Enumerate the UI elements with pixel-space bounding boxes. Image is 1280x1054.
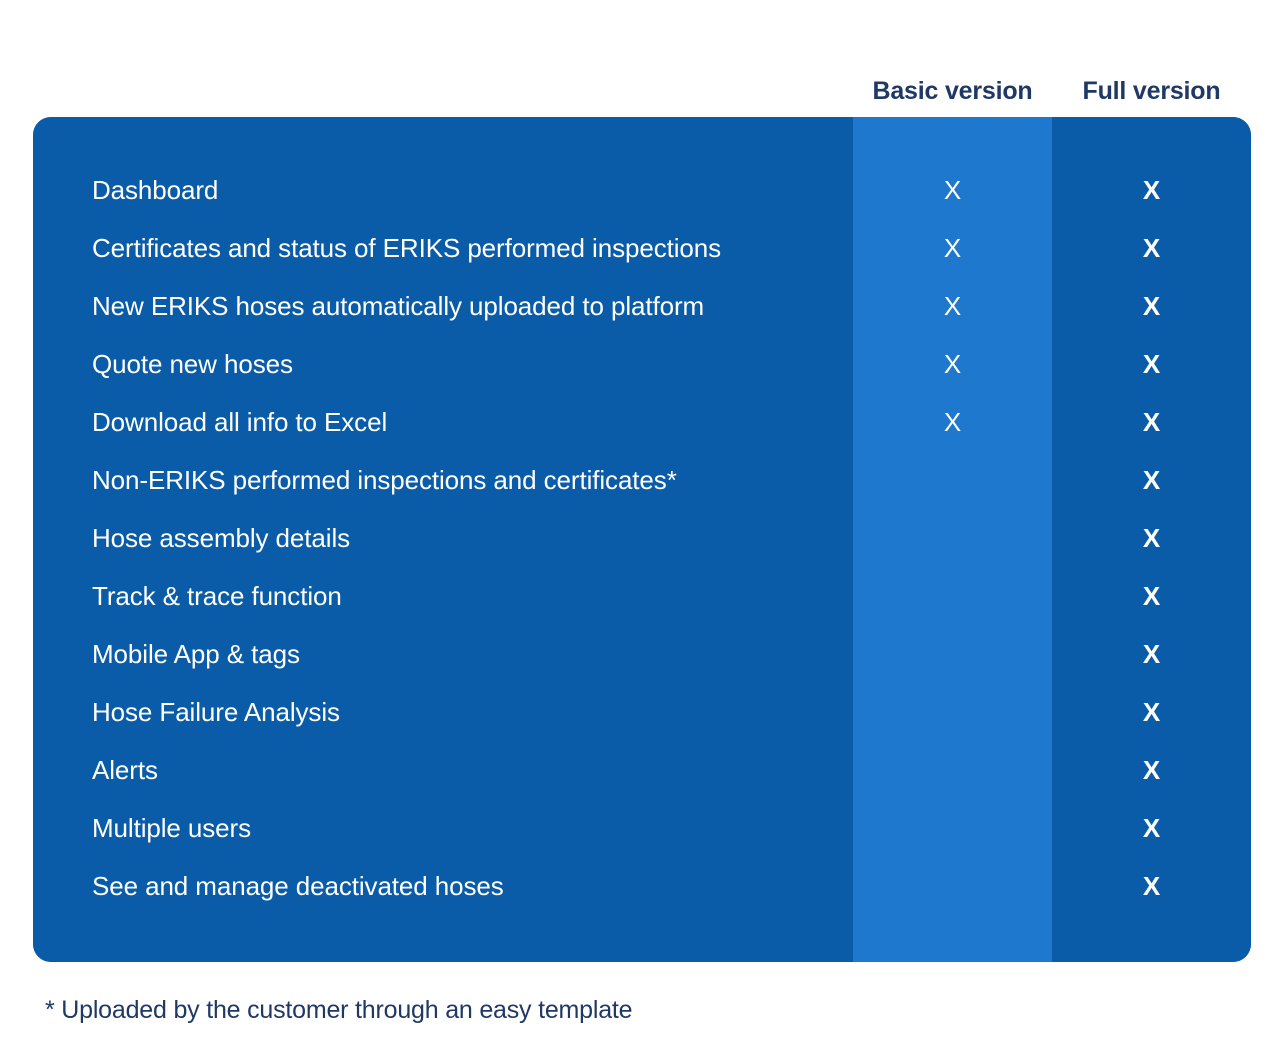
feature-label: Certificates and status of ERIKS perform…: [92, 232, 722, 263]
table-cell-full: X: [1052, 277, 1251, 335]
table-cell-full: X: [1052, 683, 1251, 741]
check-mark-icon: X: [1142, 754, 1161, 785]
table-cell-full: X: [1052, 509, 1251, 567]
table-row: Certificates and status of ERIKS perform…: [33, 219, 853, 277]
table-row: Quote new hoses: [33, 335, 853, 393]
check-mark-icon: X: [1142, 696, 1161, 727]
table-cell-full: X: [1052, 625, 1251, 683]
basic-version-column: X X X X X: [853, 117, 1052, 962]
check-mark-icon: X: [1142, 348, 1161, 379]
table-cell-basic: X: [853, 335, 1052, 393]
table-cell-full: X: [1052, 451, 1251, 509]
header-feature-column-spacer: [33, 66, 853, 117]
full-version-column: X X X X X X X X X X X X X: [1052, 117, 1251, 962]
table-row: Hose assembly details: [33, 509, 853, 567]
table-cell-basic: [853, 741, 1052, 799]
table-row: Download all info to Excel: [33, 393, 853, 451]
feature-label: Track & trace function: [92, 580, 342, 611]
check-mark-icon: X: [1142, 290, 1161, 321]
column-header-basic-version: Basic version: [872, 77, 1033, 105]
table-cell-basic: X: [853, 161, 1052, 219]
footnote-text: * Uploaded by the customer through an ea…: [45, 996, 633, 1024]
check-mark-icon: X: [943, 290, 962, 321]
check-mark-icon: X: [1142, 232, 1161, 263]
table-cell-basic: [853, 683, 1052, 741]
table-cell-full: X: [1052, 799, 1251, 857]
feature-name-rows: Dashboard Certificates and status of ERI…: [33, 117, 853, 915]
feature-label: Multiple users: [92, 812, 251, 843]
check-mark-icon: X: [943, 406, 962, 437]
check-mark-icon: X: [943, 174, 962, 205]
table-cell-basic: [853, 799, 1052, 857]
feature-label: Download all info to Excel: [92, 406, 388, 437]
table-row: New ERIKS hoses automatically uploaded t…: [33, 277, 853, 335]
full-version-cells: X X X X X X X X X X X X X: [1052, 117, 1251, 915]
feature-label: Dashboard: [92, 174, 219, 205]
table-cell-basic: X: [853, 393, 1052, 451]
table-row: Hose Failure Analysis: [33, 683, 853, 741]
feature-label: Hose assembly details: [92, 522, 351, 553]
table-cell-basic: X: [853, 277, 1052, 335]
table-cell-basic: [853, 451, 1052, 509]
feature-label: Alerts: [92, 754, 158, 785]
feature-label: Quote new hoses: [92, 348, 293, 379]
check-mark-icon: X: [943, 348, 962, 379]
feature-name-column: Dashboard Certificates and status of ERI…: [33, 117, 853, 962]
feature-label: Hose Failure Analysis: [92, 696, 340, 727]
column-header-full-version: Full version: [1082, 77, 1221, 105]
feature-label: Mobile App & tags: [92, 638, 300, 669]
table-cell-basic: [853, 509, 1052, 567]
check-mark-icon: X: [1142, 522, 1161, 553]
table-cell-full: X: [1052, 393, 1251, 451]
comparison-table: Dashboard Certificates and status of ERI…: [33, 117, 1251, 962]
table-row: Alerts: [33, 741, 853, 799]
table-row: Non-ERIKS performed inspections and cert…: [33, 451, 853, 509]
feature-label: See and manage deactivated hoses: [92, 870, 504, 901]
check-mark-icon: X: [1142, 464, 1161, 495]
feature-label: New ERIKS hoses automatically uploaded t…: [92, 290, 705, 321]
check-mark-icon: X: [1142, 870, 1161, 901]
basic-version-cells: X X X X X: [853, 117, 1052, 915]
table-row: Mobile App & tags: [33, 625, 853, 683]
table-cell-basic: [853, 567, 1052, 625]
table-row: Multiple users: [33, 799, 853, 857]
check-mark-icon: X: [1142, 174, 1161, 205]
check-mark-icon: X: [1142, 406, 1161, 437]
check-mark-icon: X: [943, 232, 962, 263]
table-cell-basic: [853, 857, 1052, 915]
check-mark-icon: X: [1142, 580, 1161, 611]
table-cell-full: X: [1052, 741, 1251, 799]
table-row: See and manage deactivated hoses: [33, 857, 853, 915]
table-cell-full: X: [1052, 335, 1251, 393]
table-header-row: Basic version Full version: [33, 66, 1251, 117]
check-mark-icon: X: [1142, 812, 1161, 843]
table-cell-full: X: [1052, 161, 1251, 219]
table-row: Dashboard: [33, 161, 853, 219]
table-row: Track & trace function: [33, 567, 853, 625]
table-cell-full: X: [1052, 567, 1251, 625]
table-cell-full: X: [1052, 219, 1251, 277]
table-cell-full: X: [1052, 857, 1251, 915]
table-cell-basic: X: [853, 219, 1052, 277]
check-mark-icon: X: [1142, 638, 1161, 669]
table-cell-basic: [853, 625, 1052, 683]
feature-label: Non-ERIKS performed inspections and cert…: [92, 464, 677, 495]
